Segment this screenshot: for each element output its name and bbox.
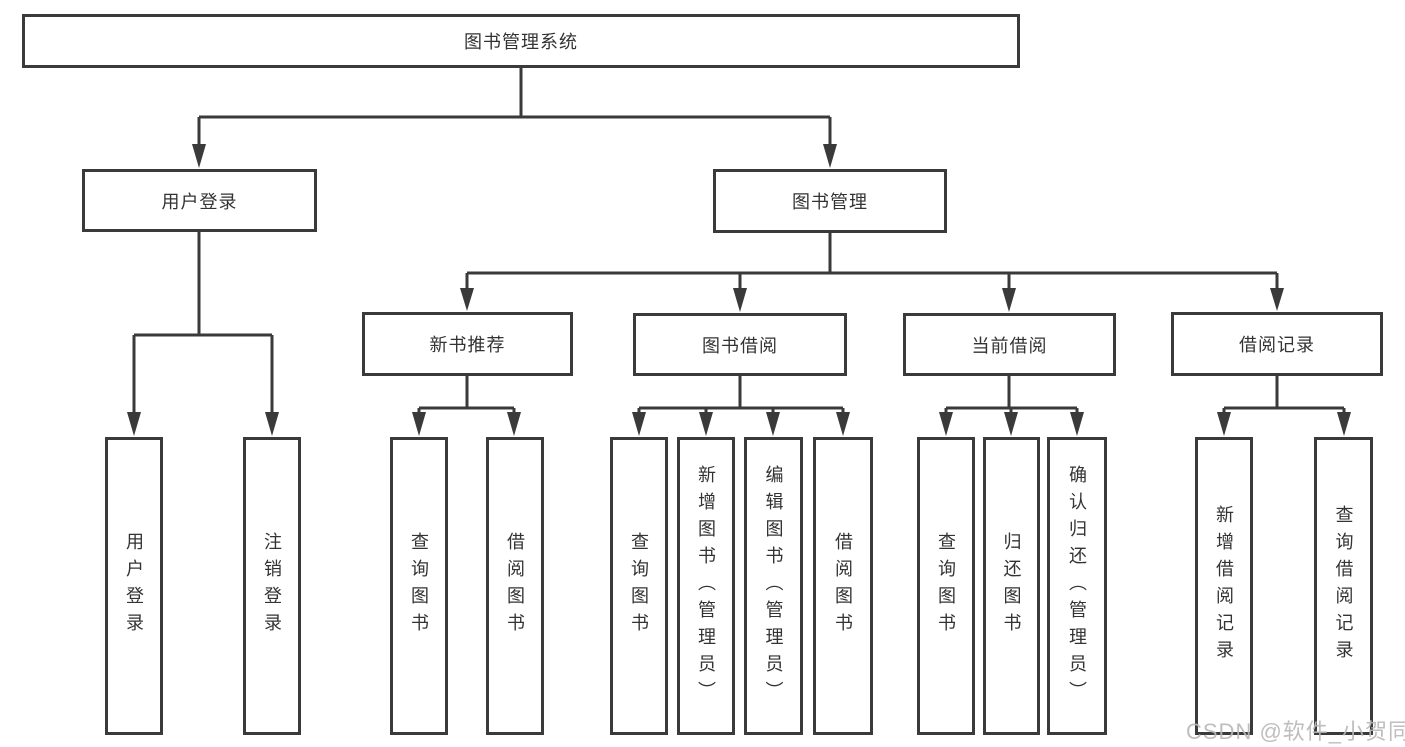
leaf-confirm-return-admin: 确认归还（管理员） [1047, 437, 1107, 735]
node-user-login-label: 用户登录 [161, 191, 238, 212]
node-new-book-recommend-label: 新书推荐 [429, 335, 506, 355]
leaf-add-borrow-record: 新增借阅记录 [1195, 437, 1253, 735]
leaf-borrow-books-recommend-label: 借阅图书 [505, 532, 525, 640]
node-root: 图书管理系统 [22, 14, 1020, 68]
leaf-borrow-books-recommend: 借阅图书 [486, 437, 544, 735]
leaf-user-login-label: 用户登录 [124, 532, 144, 640]
leaf-return-books: 归还图书 [983, 437, 1040, 735]
leaf-query-books-borrow: 查询图书 [610, 437, 668, 735]
node-root-label: 图书管理系统 [464, 32, 578, 52]
leaf-confirm-return-admin-label: 确认归还（管理员） [1067, 464, 1087, 708]
leaf-query-books-current: 查询图书 [917, 437, 975, 735]
leaf-query-borrow-record: 查询借阅记录 [1314, 437, 1373, 735]
leaf-logout-label: 注销登录 [262, 532, 282, 640]
node-book-borrow-label: 图书借阅 [702, 335, 778, 356]
leaf-query-books-recommend-label: 查询图书 [409, 532, 429, 640]
node-book-management: 图书管理 [713, 169, 947, 233]
node-borrow-records: 借阅记录 [1171, 312, 1383, 376]
csdn-watermark: CSDN @软件_小贺同学 [1186, 719, 1405, 744]
node-book-borrow: 图书借阅 [633, 313, 847, 376]
leaf-borrow-books-label: 借阅图书 [833, 532, 853, 640]
leaf-edit-books-admin-label: 编辑图书（管理员） [763, 464, 784, 708]
node-current-borrow: 当前借阅 [903, 313, 1116, 376]
leaf-query-books-borrow-label: 查询图书 [629, 532, 649, 640]
leaf-add-books-admin-label: 新增图书（管理员） [696, 464, 716, 708]
node-book-management-label: 图书管理 [792, 192, 868, 212]
leaf-query-borrow-record-label: 查询借阅记录 [1333, 505, 1354, 667]
leaf-borrow-books: 借阅图书 [813, 437, 873, 735]
node-borrow-records-label: 借阅记录 [1239, 335, 1315, 355]
leaf-logout: 注销登录 [243, 437, 301, 735]
leaf-edit-books-admin: 编辑图书（管理员） [744, 437, 803, 735]
leaf-add-borrow-record-label: 新增借阅记录 [1214, 505, 1234, 667]
leaf-add-books-admin: 新增图书（管理员） [677, 437, 735, 735]
leaf-user-login: 用户登录 [105, 437, 163, 735]
node-user-login: 用户登录 [82, 169, 317, 232]
leaf-return-books-label: 归还图书 [1001, 532, 1022, 640]
leaf-query-books-current-label: 查询图书 [936, 532, 956, 640]
arrowheads [127, 144, 1351, 436]
leaf-query-books-recommend: 查询图书 [390, 437, 448, 735]
node-new-book-recommend: 新书推荐 [362, 312, 573, 376]
node-current-borrow-label: 当前借阅 [971, 335, 1048, 356]
